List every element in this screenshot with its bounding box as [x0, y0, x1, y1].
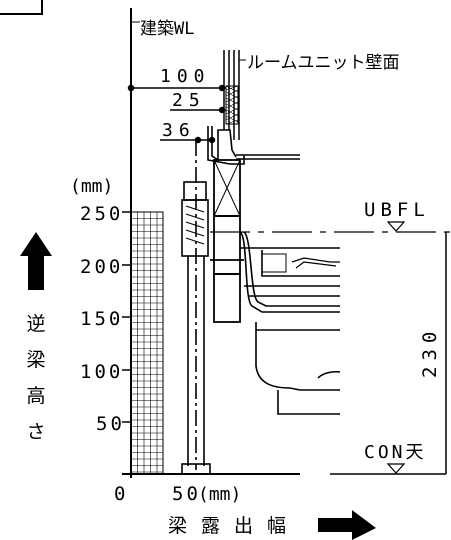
up-arrow-icon [20, 232, 52, 290]
dim-100-label: 100 [160, 66, 211, 87]
anchor-bolt [181, 140, 211, 475]
y-tick-250: 250 [80, 203, 123, 225]
ubfl-marker-icon [386, 221, 406, 232]
corner-frame [0, 0, 43, 15]
right-arrow-icon [318, 510, 376, 540]
dim-230-label: 230 [419, 326, 441, 378]
y-unit-label: (mm) [70, 176, 113, 197]
leveling-block [210, 159, 244, 323]
ub-floor-body [239, 231, 341, 415]
y-axis-title: 逆梁高さ [26, 313, 45, 443]
room-wall-label: ルームユニット壁面 [247, 53, 400, 73]
dim-25-label: 25 [172, 90, 206, 111]
dim-230-line [330, 232, 447, 475]
wall-line-label: 建築WL [140, 19, 194, 39]
y-tick-150: 150 [80, 308, 123, 330]
y-tick-100: 100 [80, 361, 123, 383]
floor-flange [207, 126, 300, 165]
x-unit-label: (mm) [198, 484, 241, 505]
con-marker-icon [386, 463, 406, 474]
wall-insulation-hatch [225, 85, 239, 125]
x-axis-title: 梁露出幅 [168, 515, 300, 537]
con-label: CON天 [364, 442, 427, 463]
dim-36-label: 36 [162, 120, 196, 141]
y-tick-200: 200 [80, 256, 123, 278]
y-tick-marks [122, 211, 131, 423]
ubfl-label: UBFL [364, 199, 430, 221]
x-tick-0: 0 [114, 483, 125, 505]
beam-grid-block [130, 211, 164, 475]
x-tick-50: 50 [172, 483, 201, 505]
y-tick-50: 50 [96, 413, 125, 435]
